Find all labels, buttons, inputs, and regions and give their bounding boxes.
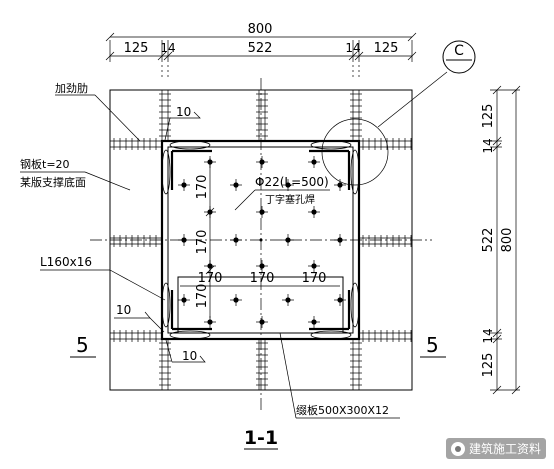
spacing-h3: 170 [302,271,327,286]
bolt-symbol [230,294,242,306]
dim-top-3: 522 [248,41,273,56]
watermark-text: 建筑施工资料 [468,442,541,456]
bolt-symbol [308,260,320,272]
section-mark-right: 5 [426,333,439,357]
weld-size-top: 10 [176,105,191,119]
bolt-symbol [308,206,320,218]
batten-plate [177,276,344,334]
watermark: 建筑施工资料 [445,438,546,459]
corner-welds [161,140,360,340]
spacing-v3: 170 [195,284,210,309]
dim-top-2: 14 [160,41,175,55]
label-steel-plate: 钢板t=20 [20,157,70,171]
bolt-symbol [256,316,268,328]
dim-right-2: 14 [481,138,495,153]
detail-letter: C [454,43,464,59]
label-plug-weld: 丁字塞孔焊 [265,193,315,206]
top-dimension: 800 125 14 522 14 125 [105,22,417,78]
spacing-h2: 170 [250,271,275,286]
bolt-symbol [334,294,346,306]
section-title: 1-1 [244,427,278,449]
label-angle: L160x16 [40,255,92,269]
bolt-symbol [282,179,294,191]
dim-top-1: 125 [124,41,149,56]
bolt-symbol [178,234,190,246]
section-marks: 5 5 1-1 [70,333,446,450]
bolt-symbol [204,316,216,328]
bolt-symbol [282,294,294,306]
weld-size-left: 10 [116,303,131,317]
inner-spacing-dims: 170 170 170 170 170 170 [180,158,340,318]
dim-right-4: 14 [481,328,495,343]
bolt-symbol [334,179,346,191]
bolt-symbol [256,206,268,218]
dim-top-5: 125 [374,41,399,56]
spacing-v1: 170 [195,175,210,200]
label-stiffener: 加劲肋 [55,81,88,95]
bolt-symbol [178,179,190,191]
dim-right-1: 125 [481,104,496,129]
spacing-h1: 170 [198,271,223,286]
dim-right-3: 522 [481,228,496,253]
bolt-symbol [178,294,190,306]
bolt-symbol [282,234,294,246]
annotations: 加劲肋 钢板t=20 某版支撑底面 L160x16 Φ22(L=500) 丁字塞… [20,81,400,419]
bolt-symbol [308,316,320,328]
dim-right-5: 125 [481,353,496,378]
spacing-v2: 170 [195,230,210,255]
bolt-symbol [256,156,268,168]
bolt-symbol [334,234,346,246]
bolt-symbol [230,234,242,246]
bolt-grid [178,156,346,328]
label-plate-note: 某版支撑底面 [20,175,86,189]
dim-overall-width: 800 [248,22,273,37]
center-point [259,238,263,242]
bolt-symbol [308,156,320,168]
section-mark-left: 5 [76,333,89,357]
stiffener-ribs [110,90,412,390]
label-bolt-spec: Φ22(L=500) [255,175,329,189]
bolt-symbol [256,260,268,272]
detail-marker: C [321,40,476,186]
bolt-symbol [230,179,242,191]
dim-top-4: 14 [345,41,360,55]
label-batten-plate: 缀板500X300X12 [296,403,389,417]
dim-overall-height: 800 [500,228,515,253]
wechat-icon [450,441,465,456]
right-dimension: 125 14 522 14 125 800 [481,85,521,395]
weld-size-bottom: 10 [182,349,197,363]
